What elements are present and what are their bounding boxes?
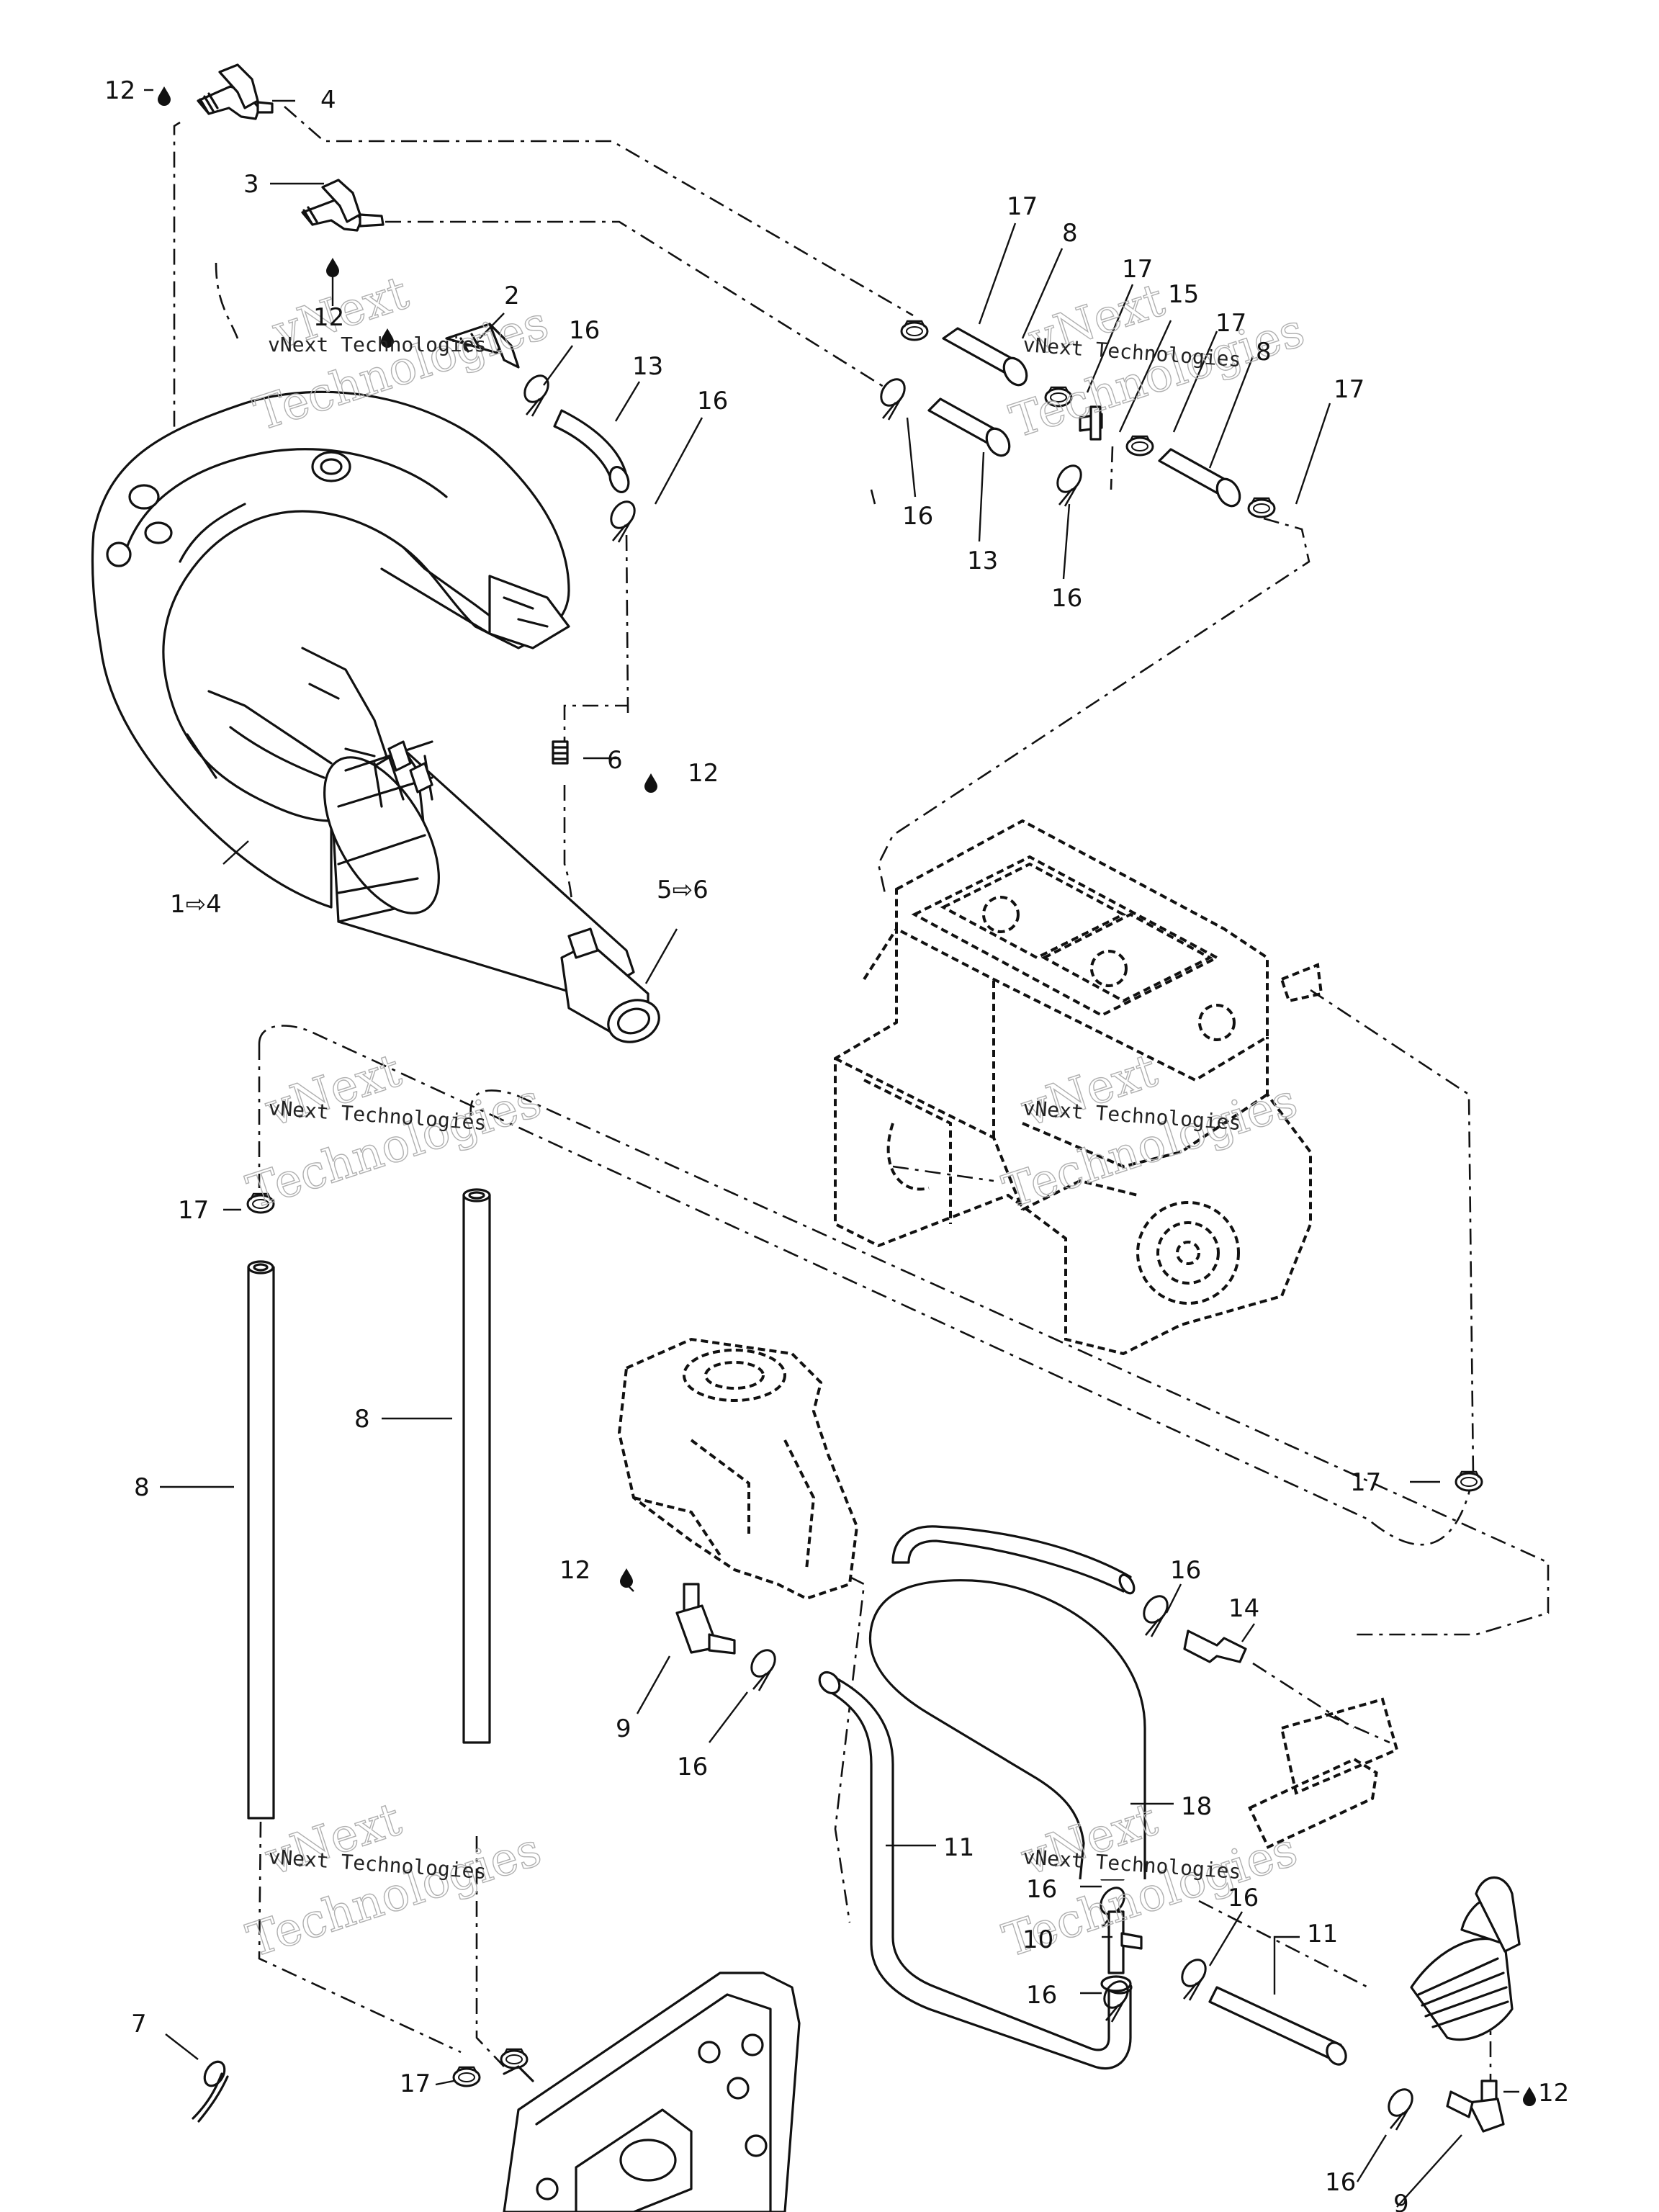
sealant-drop-icon [644, 773, 657, 793]
bottom-plate [503, 1972, 801, 2212]
leader-lines [144, 89, 1519, 2208]
callout-labels: 12 4 3 12 2 16 13 16 17 8 17 15 17 8 17 … [104, 76, 1569, 2212]
callout-12: 12 [104, 76, 135, 105]
callout-11: 11 [1307, 1920, 1338, 1948]
sealant-drop-icon [620, 1568, 633, 1588]
lower-hoses [675, 1525, 1521, 2133]
callout-8: 8 [1256, 338, 1272, 367]
sealant-drop-icon [1523, 2087, 1536, 2106]
callout-9: 9 [616, 1714, 631, 1743]
callout-12: 12 [313, 303, 344, 332]
callout-16: 16 [1026, 1875, 1057, 1904]
callout-16: 16 [677, 1753, 708, 1781]
callout-17: 17 [1007, 192, 1038, 221]
callout-6: 6 [607, 746, 623, 775]
callout-3: 3 [243, 170, 259, 199]
callout-17: 17 [178, 1196, 209, 1225]
callout-16: 16 [569, 316, 600, 345]
callout-16: 16 [1026, 1981, 1057, 2010]
callout-17: 17 [1122, 255, 1153, 284]
callout-1-to-4: 1⇨4 [170, 890, 222, 919]
upper-hoses [518, 320, 1276, 544]
callout-17: 17 [1215, 309, 1246, 338]
svg-text:vNext Technologies: vNext Technologies [268, 333, 486, 356]
callout-18: 18 [1181, 1792, 1212, 1821]
callout-10: 10 [1022, 1925, 1053, 1954]
callout-15: 15 [1168, 280, 1199, 309]
exhaust-outlet-phantom [617, 1337, 1378, 1849]
callout-4: 4 [320, 86, 336, 114]
callout-17: 17 [1334, 375, 1364, 404]
callout-2: 2 [504, 282, 520, 310]
engine-phantom [834, 819, 1323, 1356]
callout-8: 8 [354, 1405, 370, 1434]
callout-17: 17 [400, 2069, 431, 2098]
callout-11: 11 [943, 1833, 974, 1862]
callout-12: 12 [688, 759, 719, 788]
callout-16: 16 [1228, 1884, 1259, 1912]
callout-13: 13 [967, 547, 998, 575]
callout-16: 16 [1325, 2168, 1356, 2197]
callout-9: 9 [1393, 2190, 1409, 2212]
top-fittings [197, 63, 569, 765]
sealant-drop-icon [326, 258, 339, 277]
callout-16: 16 [1051, 584, 1082, 613]
callout-7: 7 [131, 2010, 147, 2038]
callout-8: 8 [134, 1473, 150, 1502]
callout-16: 16 [697, 387, 728, 415]
tuned-pipe [91, 390, 660, 1043]
callout-16: 16 [902, 502, 933, 531]
callout-16: 16 [1170, 1556, 1201, 1585]
callout-13: 13 [632, 352, 663, 381]
long-hoses [192, 1188, 1483, 2123]
callout-12: 12 [1538, 2079, 1569, 2108]
callout-8: 8 [1062, 219, 1078, 248]
callout-12: 12 [559, 1556, 590, 1585]
callout-17: 17 [1350, 1468, 1381, 1497]
sealant-drop-icon [158, 86, 171, 106]
callout-5-to-6: 5⇨6 [657, 876, 709, 904]
callout-14: 14 [1228, 1594, 1259, 1623]
